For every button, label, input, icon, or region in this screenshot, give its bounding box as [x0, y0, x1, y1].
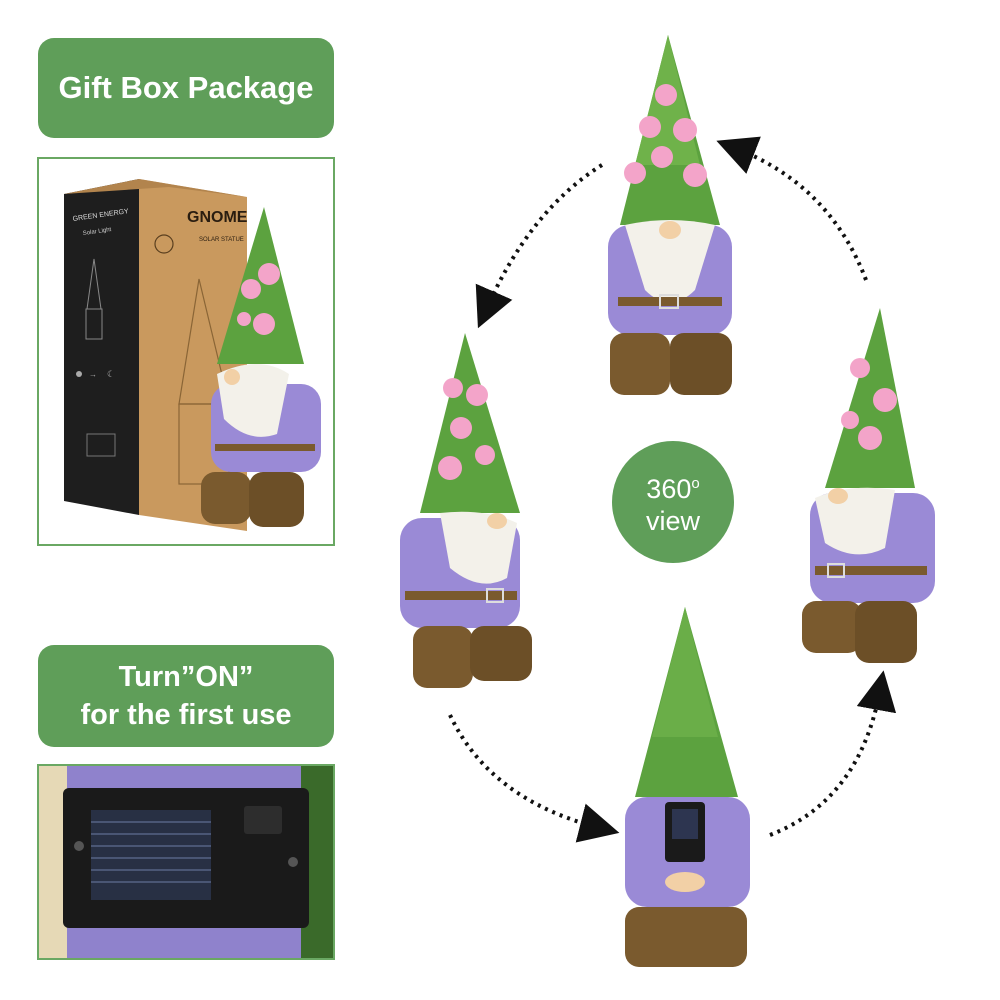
- turn-on-line1: Turn”ON”: [118, 661, 254, 693]
- gnome-left-view: [395, 333, 535, 693]
- box-subtitle-text: Solar Light: [82, 227, 112, 237]
- gnome-with-box: [201, 207, 321, 527]
- sun-icon: [154, 234, 174, 254]
- view-word: view: [645, 505, 700, 536]
- arrow-bottom-left: [448, 714, 620, 843]
- gnome-back-view: [620, 607, 755, 972]
- svg-text:☾: ☾: [107, 369, 115, 379]
- arrow-top-left: [475, 163, 604, 329]
- solar-panel-photo: [37, 764, 335, 960]
- gnome-front-view: [600, 35, 740, 400]
- gift-box-label: Gift Box Package: [38, 38, 334, 138]
- turn-on-label: Turn”ON” for the first use: [38, 645, 334, 747]
- box-product-text: SOLAR STATUE: [199, 237, 244, 243]
- box-logo-text: GNOME: [187, 209, 248, 226]
- turn-on-line2: for the first use: [80, 699, 292, 731]
- svg-text:→: →: [89, 370, 97, 379]
- solar-panel-icon: [91, 810, 211, 900]
- gift-box-photo: GREEN ENERGY Solar Light → ☾ GNOME SOLAR…: [37, 157, 335, 546]
- gnome-right-view: [800, 308, 940, 668]
- arrow-top-right: [716, 136, 868, 281]
- view-number: 360: [646, 473, 692, 504]
- gift-box-text: Gift Box Package: [58, 70, 314, 105]
- view-360-badge: 360o view: [612, 441, 734, 563]
- arrow-bottom-right: [769, 670, 897, 837]
- power-switch-icon: [244, 806, 282, 834]
- view-degree: o: [691, 474, 700, 492]
